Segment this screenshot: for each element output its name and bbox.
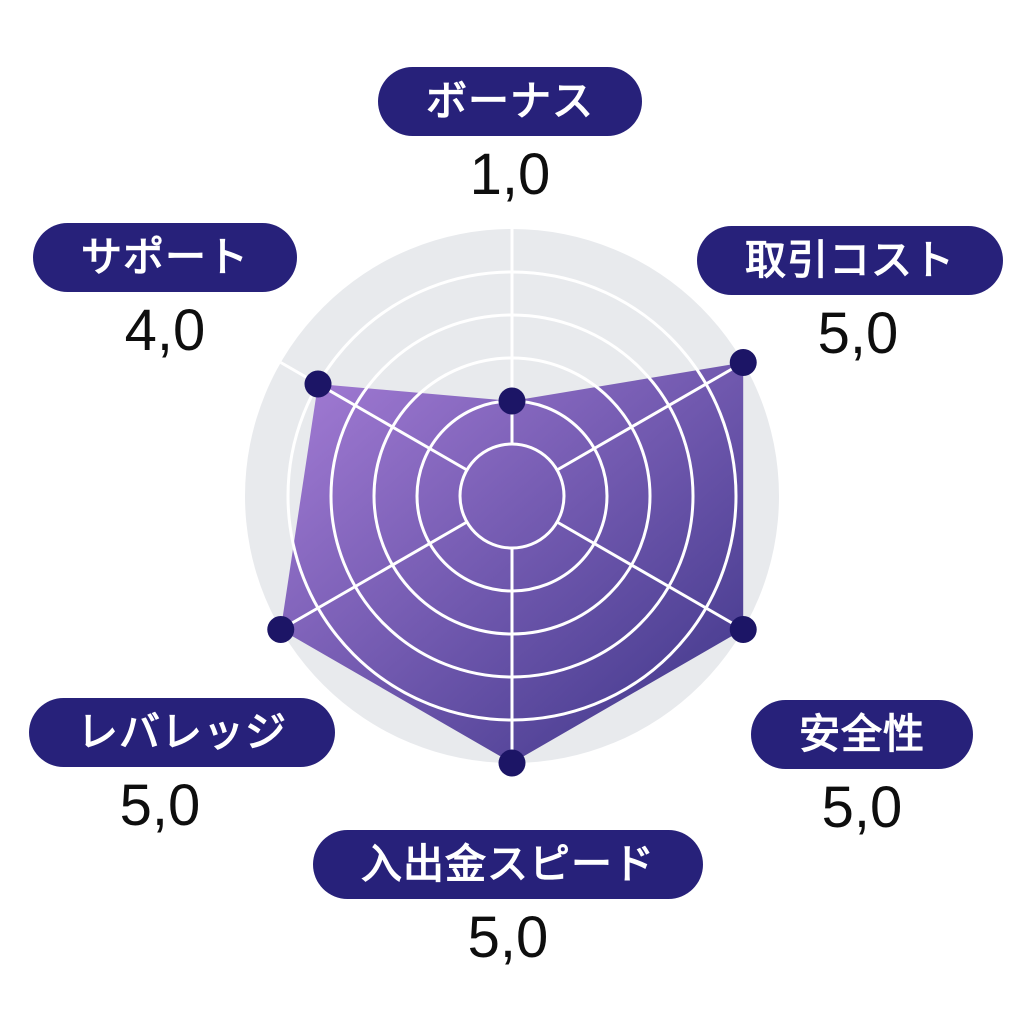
data-point bbox=[304, 370, 332, 398]
axis-label-text: レバレッジ bbox=[77, 709, 287, 755]
data-point bbox=[729, 349, 757, 376]
axis-label-pill: レバレッジ bbox=[29, 698, 335, 767]
axis-group-support: サポート 4,0 bbox=[33, 223, 297, 360]
axis-label-text: 入出金スピード bbox=[361, 841, 655, 887]
axis-group-safety: 安全性 5,0 bbox=[751, 700, 973, 837]
axis-label-pill: ボーナス bbox=[378, 67, 642, 136]
axis-label-pill: 取引コスト bbox=[697, 226, 1003, 295]
grid-spoke bbox=[280, 520, 468, 631]
axis-label-text: 取引コスト bbox=[745, 237, 955, 283]
axis-label-text: サポート bbox=[81, 234, 249, 280]
axis-group-bonus: ボーナス 1,0 bbox=[378, 67, 642, 204]
data-point bbox=[729, 616, 757, 643]
axis-value-text: 1,0 bbox=[469, 142, 551, 207]
data-point bbox=[498, 749, 526, 777]
axis-label-pill: サポート bbox=[33, 223, 297, 292]
grid-spoke bbox=[556, 361, 744, 472]
axis-value-text: 5,0 bbox=[821, 775, 903, 840]
axis-group-deposit-speed: 入出金スピード 5,0 bbox=[313, 830, 703, 967]
axis-value-text: 4,0 bbox=[124, 298, 206, 363]
data-point bbox=[267, 616, 295, 643]
axis-label-pill: 入出金スピード bbox=[313, 830, 703, 899]
axis-value-text: 5,0 bbox=[119, 773, 201, 838]
axis-label-text: 安全性 bbox=[799, 711, 925, 757]
data-point bbox=[498, 387, 526, 415]
axis-group-leverage: レバレッジ 5,0 bbox=[29, 698, 335, 835]
axis-value-text: 5,0 bbox=[467, 905, 549, 970]
grid-spoke bbox=[556, 520, 744, 631]
axis-value-text: 5,0 bbox=[817, 301, 899, 366]
axis-label-text: ボーナス bbox=[426, 78, 594, 124]
axis-label-pill: 安全性 bbox=[751, 700, 973, 769]
axis-group-trading-cost: 取引コスト 5,0 bbox=[697, 226, 1003, 363]
